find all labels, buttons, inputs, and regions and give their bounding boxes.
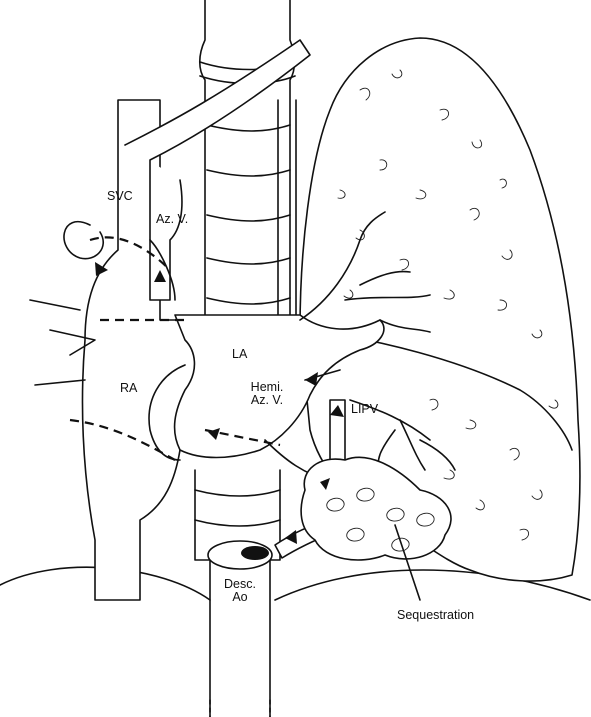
label-hemiazygos-line2: Az. V. xyxy=(237,394,297,407)
ra-loop xyxy=(64,222,103,259)
label-lipv: LIPV xyxy=(351,403,378,416)
label-azygos-vein: Az. V. xyxy=(156,213,188,226)
label-ra: RA xyxy=(120,382,137,395)
label-descending-aorta: Desc. Ao xyxy=(210,578,270,604)
svc xyxy=(82,100,200,600)
label-hemiazygos: Hemi. Az. V. xyxy=(237,381,297,407)
label-desc-line2: Ao xyxy=(210,591,270,604)
label-svc: SVC xyxy=(107,190,133,203)
trachea xyxy=(200,0,295,330)
label-la: LA xyxy=(232,348,247,361)
label-sequestration: Sequestration xyxy=(397,609,474,622)
aorta-lumen-inner xyxy=(241,546,269,560)
